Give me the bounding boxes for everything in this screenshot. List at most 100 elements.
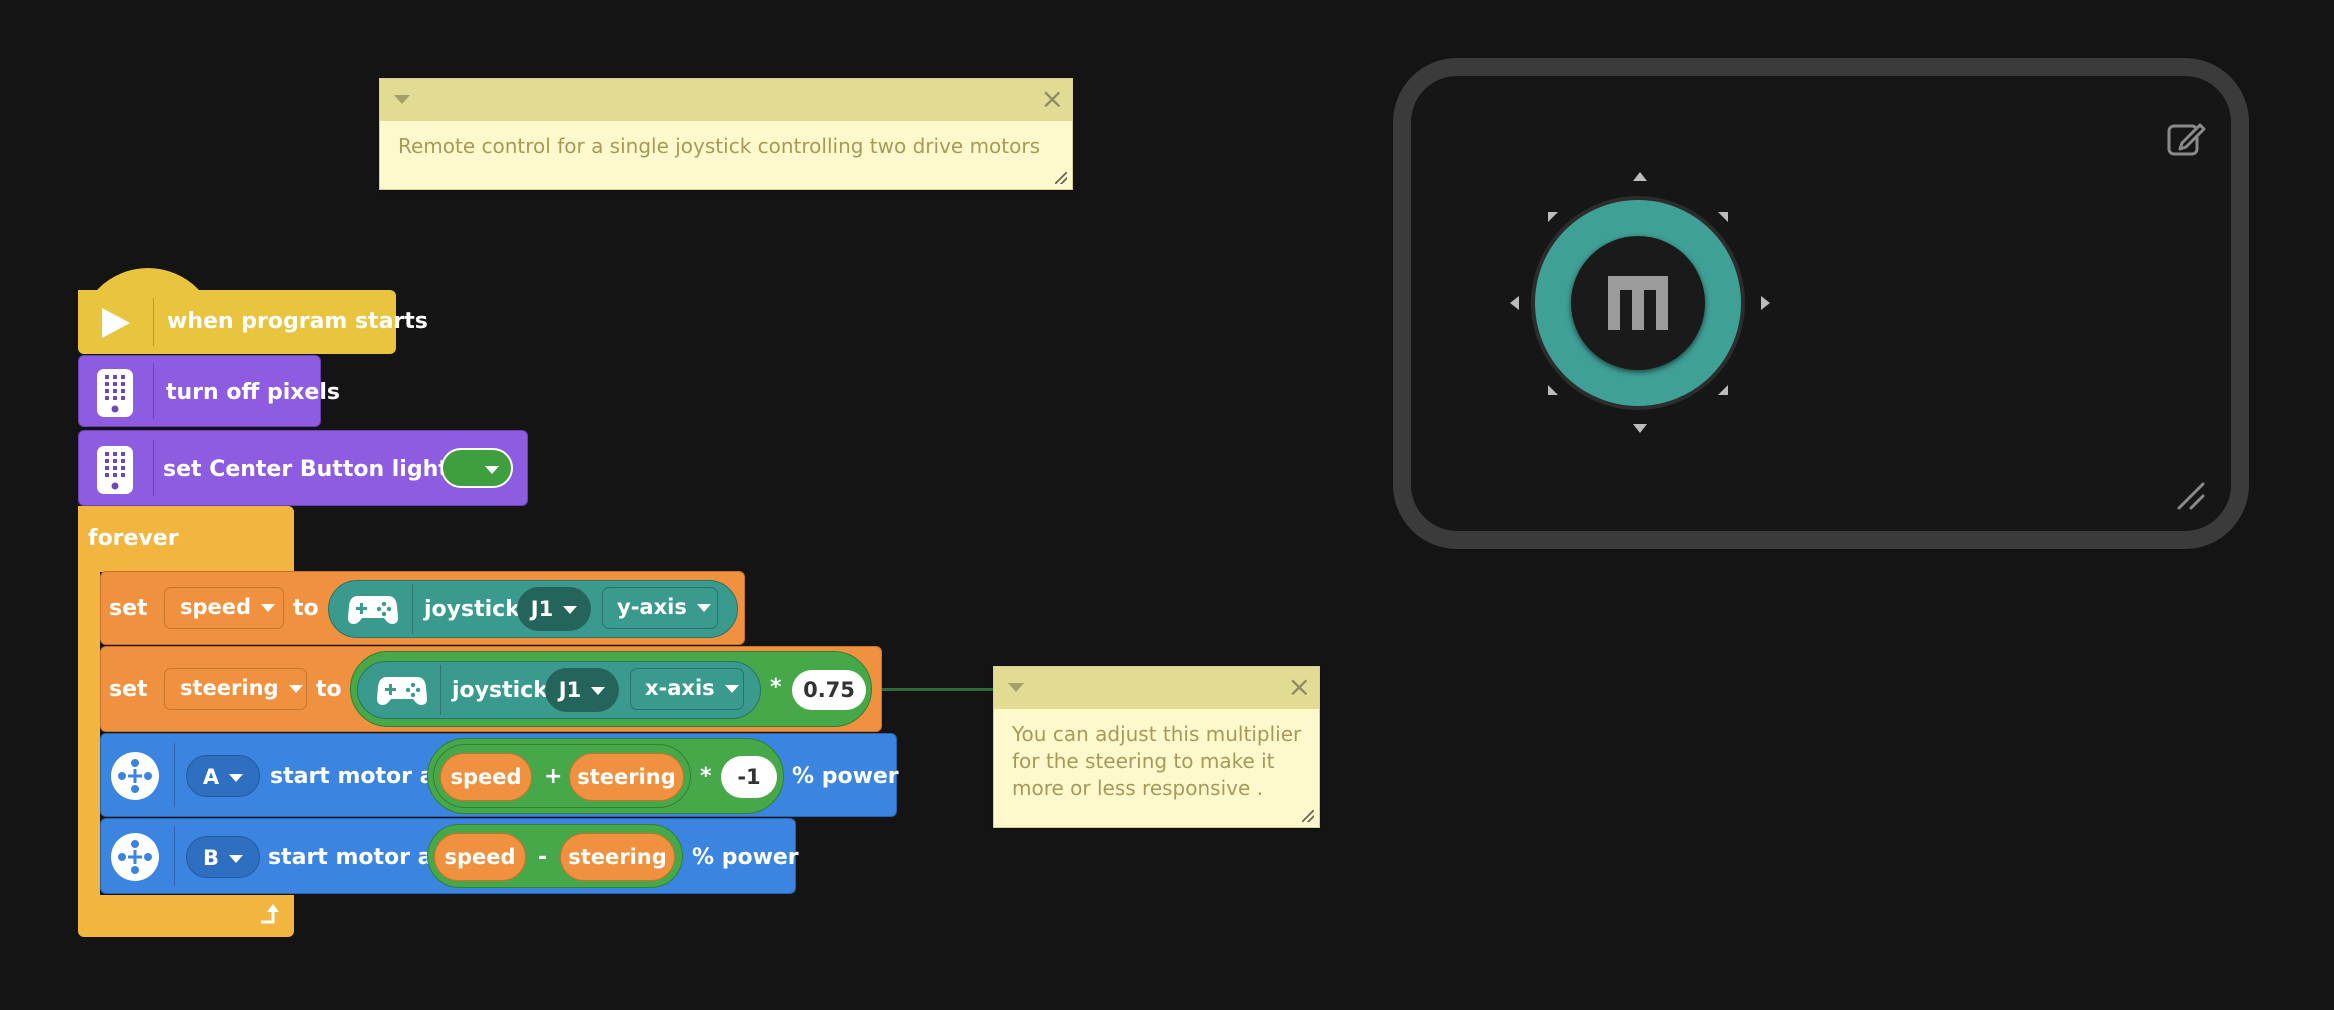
remote-control-panel[interactable] xyxy=(1393,58,2249,549)
comment-text[interactable]: Remote control for a single joystick con… xyxy=(398,134,1041,158)
chevron-down-icon xyxy=(696,604,711,612)
speed-variable-reporter[interactable]: speed xyxy=(434,833,526,881)
hat-label: when program starts xyxy=(167,309,428,334)
joystick-port-value: J1 xyxy=(530,597,554,621)
gamepad-icon xyxy=(377,677,427,705)
variable-dropdown-steering[interactable]: steering xyxy=(164,668,307,710)
variable-name: speed xyxy=(444,845,516,869)
play-icon xyxy=(102,308,130,338)
multiply-sign: * xyxy=(700,764,712,789)
lego-m-logo-icon xyxy=(1608,276,1668,330)
joystick-label: joystick xyxy=(424,597,520,622)
arrow-up-left-icon xyxy=(1548,212,1558,222)
variable-name: speed xyxy=(180,595,252,619)
motor-icon xyxy=(111,833,159,881)
chevron-down-icon xyxy=(229,774,244,782)
reporter-divider xyxy=(440,665,441,715)
arrow-down-left-icon xyxy=(1548,385,1558,395)
start-motor-label: start motor at xyxy=(270,764,446,789)
axis-value: x-axis xyxy=(645,676,715,700)
chevron-down-icon xyxy=(563,606,578,614)
plus-sign: + xyxy=(544,764,563,789)
variable-name: steering xyxy=(577,765,676,789)
joystick-port-dropdown[interactable]: J1 xyxy=(545,668,619,712)
axis-dropdown-x[interactable]: x-axis xyxy=(630,668,744,710)
comment-note-side[interactable]: × You can adjust this multiplier for the… xyxy=(993,666,1320,828)
motor-port-value: A xyxy=(202,765,220,789)
start-motor-label: start motor at xyxy=(268,845,444,870)
set-label: set xyxy=(109,596,148,621)
close-icon[interactable]: × xyxy=(1287,670,1311,703)
edit-icon[interactable] xyxy=(2166,119,2206,159)
arrow-down-right-icon xyxy=(1718,385,1728,395)
speed-variable-reporter[interactable]: speed xyxy=(440,753,532,801)
resize-grip-icon[interactable] xyxy=(1055,172,1067,184)
hat-body[interactable] xyxy=(78,290,396,354)
motor-port-dropdown-a[interactable]: A xyxy=(186,755,260,797)
joystick-port-value: J1 xyxy=(558,678,582,702)
block-divider xyxy=(153,440,154,496)
motor-port-dropdown-b[interactable]: B xyxy=(186,836,260,878)
to-label: to xyxy=(316,677,342,702)
close-icon[interactable]: × xyxy=(1040,82,1064,115)
multiplier-value: 0.75 xyxy=(803,678,855,702)
chevron-down-icon xyxy=(229,855,243,863)
chevron-down-icon xyxy=(485,466,499,474)
chevron-down-icon xyxy=(724,685,739,693)
block-divider xyxy=(174,826,175,886)
arrow-left-icon xyxy=(1510,296,1519,310)
steering-variable-reporter[interactable]: steering xyxy=(560,833,675,881)
turn-off-pixels-label: turn off pixels xyxy=(166,380,340,405)
light-color-dropdown[interactable] xyxy=(441,448,513,488)
chevron-down-icon xyxy=(261,604,276,612)
axis-dropdown-y[interactable]: y-axis xyxy=(602,587,718,629)
variable-dropdown-speed[interactable]: speed xyxy=(164,587,284,629)
joystick-port-dropdown[interactable]: J1 xyxy=(517,587,591,631)
power-suffix: % power xyxy=(692,845,799,870)
resize-grip-icon[interactable] xyxy=(1302,810,1314,822)
axis-value: y-axis xyxy=(617,595,687,619)
factor-value: -1 xyxy=(737,765,761,789)
forever-top[interactable] xyxy=(78,506,294,572)
power-suffix: % power xyxy=(792,764,899,789)
multiplier-input[interactable]: 0.75 xyxy=(792,670,866,710)
arrow-down-icon xyxy=(1633,424,1647,433)
chevron-down-icon xyxy=(591,687,606,695)
comment-text[interactable]: You can adjust this multiplier for the s… xyxy=(1012,722,1302,800)
gamepad-icon xyxy=(348,596,398,624)
arrow-up-icon xyxy=(1633,172,1647,181)
arrow-up-right-icon xyxy=(1718,212,1728,222)
set-light-label: set Center Button light to xyxy=(163,457,483,482)
resize-icon[interactable] xyxy=(2175,480,2207,512)
loop-arrow-icon xyxy=(261,904,279,924)
reporter-divider xyxy=(412,584,413,634)
forever-arm xyxy=(78,560,100,900)
minus-sign: - xyxy=(538,845,548,870)
arrow-right-icon xyxy=(1761,296,1770,310)
variable-name: steering xyxy=(180,676,279,700)
block-divider xyxy=(153,298,154,346)
block-divider xyxy=(153,363,154,419)
comment-connector xyxy=(880,688,994,691)
joystick-label: joystick xyxy=(452,678,548,703)
set-label: set xyxy=(109,677,148,702)
hub-matrix-icon xyxy=(97,446,133,494)
collapse-icon[interactable] xyxy=(1008,683,1024,692)
comment-header[interactable] xyxy=(994,667,1319,709)
variable-name: steering xyxy=(568,845,667,869)
hub-matrix-icon xyxy=(97,369,133,417)
comment-header[interactable] xyxy=(380,79,1072,121)
motor-port-value: B xyxy=(202,846,219,870)
collapse-icon[interactable] xyxy=(394,95,410,104)
steering-variable-reporter[interactable]: steering xyxy=(569,753,684,801)
comment-note-top[interactable]: × Remote control for a single joystick c… xyxy=(379,78,1073,190)
block-divider xyxy=(174,743,175,807)
forever-bottom[interactable] xyxy=(78,895,294,937)
factor-input[interactable]: -1 xyxy=(721,756,777,798)
motor-icon xyxy=(111,752,159,800)
chevron-down-icon xyxy=(288,685,303,693)
variable-name: speed xyxy=(450,765,522,789)
forever-label: forever xyxy=(88,526,179,551)
to-label: to xyxy=(293,596,319,621)
multiply-sign: * xyxy=(770,675,782,700)
